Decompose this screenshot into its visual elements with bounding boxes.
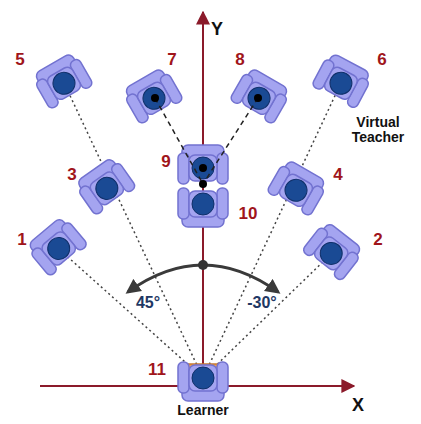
teacher-figure xyxy=(25,215,88,277)
head-dot xyxy=(151,94,159,102)
gaze-line xyxy=(155,98,203,184)
callout-number: 10 xyxy=(239,205,258,224)
role-label: Learner xyxy=(177,403,228,418)
role-label: Virtual Teacher xyxy=(347,115,409,146)
callout-number: 11 xyxy=(148,361,166,380)
callout-number: 2 xyxy=(373,231,382,250)
teacher-figure xyxy=(178,145,228,184)
arc-center-dot xyxy=(198,260,208,270)
callout-number: 7 xyxy=(167,51,176,70)
callout-number: 5 xyxy=(15,51,24,70)
teacher-figure xyxy=(311,51,373,109)
sight-line xyxy=(60,250,203,378)
sight-line xyxy=(203,255,330,378)
head-dot xyxy=(199,180,207,188)
teacher-figure xyxy=(178,188,228,227)
callout-number: 6 xyxy=(377,51,386,70)
axis-label: X xyxy=(352,396,364,416)
callout-number: 9 xyxy=(161,153,170,172)
teacher-figure xyxy=(73,155,136,216)
callout-number: 3 xyxy=(67,166,76,185)
teacher-figure xyxy=(266,158,329,217)
sight-line xyxy=(65,85,203,378)
teacher-figure xyxy=(302,220,365,282)
gaze-line xyxy=(203,98,258,184)
angle-label: 45° xyxy=(136,294,160,312)
teacher-figure xyxy=(31,51,94,110)
axis-label: Y xyxy=(211,20,223,40)
head-dot xyxy=(199,164,207,172)
teacher-figure xyxy=(121,66,184,125)
learner-figure xyxy=(178,362,228,401)
callout-number: 4 xyxy=(333,166,342,185)
teacher-figure xyxy=(229,66,292,125)
callout-number: 1 xyxy=(17,231,26,250)
head-dot xyxy=(254,94,262,102)
callout-number: 8 xyxy=(235,51,244,70)
angle-label: -30° xyxy=(247,294,277,312)
